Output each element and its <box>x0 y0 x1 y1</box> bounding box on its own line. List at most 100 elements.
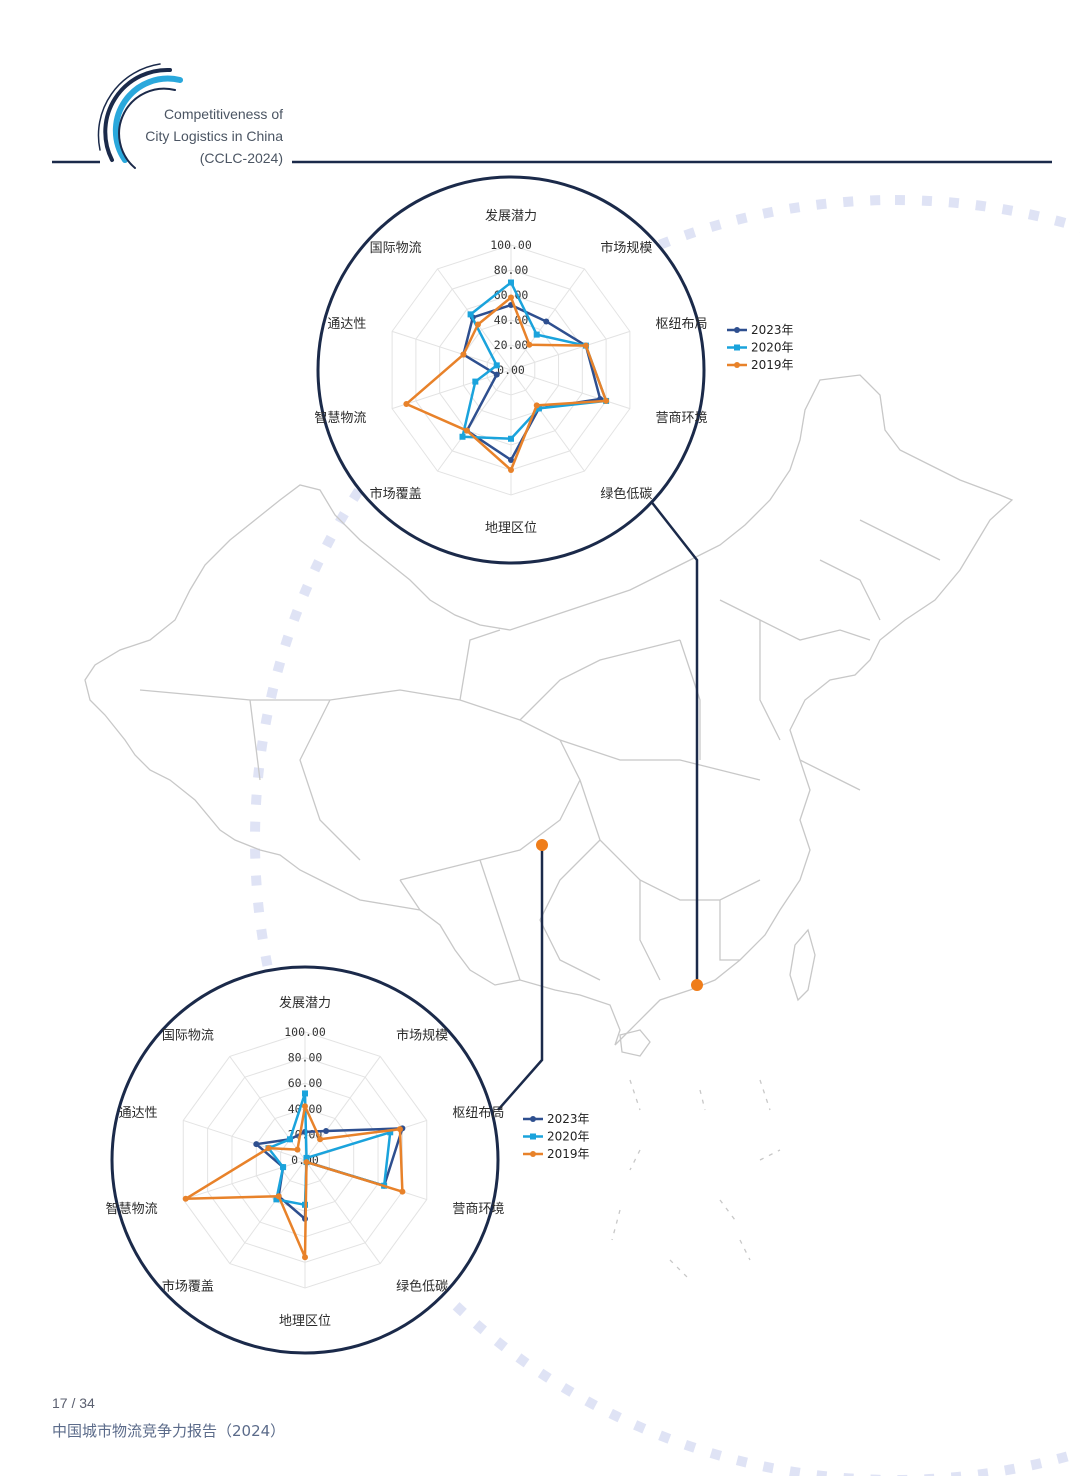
legend-marker <box>734 327 740 333</box>
axis-label: 地理区位 <box>485 521 537 536</box>
legend-label: 2020年 <box>547 1130 590 1144</box>
taiwan-outline <box>789 928 816 1002</box>
connector-lines <box>497 499 699 1111</box>
coastal-dashes <box>611 1079 781 1281</box>
axis-label: 地理区位 <box>279 1314 331 1329</box>
data-point <box>526 341 533 348</box>
grid-spoke <box>510 330 631 371</box>
data-point <box>493 362 500 369</box>
grid-spoke <box>229 1056 306 1161</box>
header-line-2: City Logistics in China <box>145 128 283 144</box>
grid-spoke <box>437 369 512 472</box>
legend-marker <box>530 1151 536 1157</box>
connector-line-bottom <box>497 845 544 1111</box>
axis-label: 市场规模 <box>600 240 652 256</box>
decorative-dotted-arc-top <box>250 195 1080 1476</box>
data-point <box>396 1126 403 1133</box>
tick-label: 40.00 <box>494 313 529 327</box>
legend-bottom: 2023年 2020年 2019年 <box>523 1112 590 1161</box>
hainan-outline <box>619 1029 651 1057</box>
data-point <box>303 1154 310 1161</box>
data-point <box>403 400 410 407</box>
data-point <box>253 1141 260 1148</box>
city-marker-chengdu <box>536 839 548 851</box>
axis-label: 营商环境 <box>656 411 708 426</box>
data-point <box>533 331 540 338</box>
axis-label: 枢纽布局 <box>656 317 708 332</box>
axis-label: 国际物流 <box>370 241 422 256</box>
axis-label: 绿色低碳 <box>600 486 652 502</box>
data-point <box>182 1195 189 1202</box>
data-point <box>317 1136 324 1143</box>
data-point <box>399 1188 406 1195</box>
data-point <box>508 435 514 442</box>
axis-label: 发展潜力 <box>485 208 537 224</box>
grid-spoke <box>229 1159 306 1264</box>
data-point <box>286 1136 293 1143</box>
legend-label: 2019年 <box>547 1147 590 1161</box>
grid-spoke <box>183 1119 306 1161</box>
data-point <box>294 1146 301 1153</box>
data-point <box>508 457 514 463</box>
data-point <box>467 311 474 318</box>
data-point <box>533 402 540 409</box>
legend-label: 2020年 <box>751 341 794 355</box>
axis-label: 绿色低碳 <box>396 1278 448 1294</box>
tick-label: 60.00 <box>288 1076 323 1090</box>
grid-spoke <box>391 369 512 410</box>
legend-marker <box>734 344 740 351</box>
axis-label: 发展潜力 <box>279 995 331 1011</box>
grid-spoke <box>510 369 631 410</box>
header-line-1: Competitiveness of <box>163 106 283 122</box>
china-map <box>84 374 1014 1281</box>
tick-label: 100.00 <box>490 238 532 252</box>
grid-spoke <box>391 330 512 371</box>
axis-label: 通达性 <box>119 1106 158 1121</box>
data-point <box>582 342 589 349</box>
data-point <box>474 321 481 328</box>
data-point <box>273 1196 280 1203</box>
connector-line-top <box>649 499 699 985</box>
report-title: 中国城市物流竞争力报告（2024） <box>52 1422 286 1440</box>
grid-spoke <box>510 369 585 472</box>
data-point <box>460 351 467 358</box>
legend-label: 2023年 <box>547 1112 590 1126</box>
tick-label: 0.00 <box>497 363 525 377</box>
tick-label: 80.00 <box>494 263 529 277</box>
city-marker-guangzhou <box>691 979 703 991</box>
grid-spoke <box>304 1056 381 1161</box>
axis-label: 营商环境 <box>452 1202 504 1217</box>
header-decoration <box>52 63 1052 169</box>
tick-label: 100.00 <box>284 1025 326 1039</box>
tick-label: 80.00 <box>288 1051 323 1065</box>
legend-marker <box>734 362 740 368</box>
data-point <box>275 1193 282 1200</box>
data-point <box>459 433 466 440</box>
data-point <box>535 405 542 412</box>
header-line-3: (CCLC-2024) <box>199 150 283 166</box>
data-point <box>463 427 470 434</box>
data-point <box>508 294 514 301</box>
axis-label: 通达性 <box>327 317 366 332</box>
axis-label: 国际物流 <box>162 1029 214 1044</box>
data-point <box>508 467 514 473</box>
page-header: Competitiveness of City Logistics in Chi… <box>0 0 1080 190</box>
tick-label: 20.00 <box>494 338 529 352</box>
data-point <box>265 1145 272 1152</box>
legend-marker <box>530 1116 536 1122</box>
logo-arcs-icon <box>97 63 183 169</box>
data-point <box>387 1129 394 1136</box>
data-point <box>303 1159 310 1166</box>
axis-label: 市场覆盖 <box>370 486 422 502</box>
legend-marker <box>530 1133 536 1140</box>
province-boundaries <box>139 519 941 981</box>
axis-label: 智慧物流 <box>106 1201 158 1217</box>
data-point <box>493 371 500 378</box>
china-map-outline <box>84 374 1014 1046</box>
legend-label: 2023年 <box>751 323 794 337</box>
axis-label: 枢纽布局 <box>452 1106 504 1121</box>
axis-label: 智慧物流 <box>314 410 366 426</box>
data-point <box>302 1103 308 1110</box>
data-point <box>603 397 610 404</box>
